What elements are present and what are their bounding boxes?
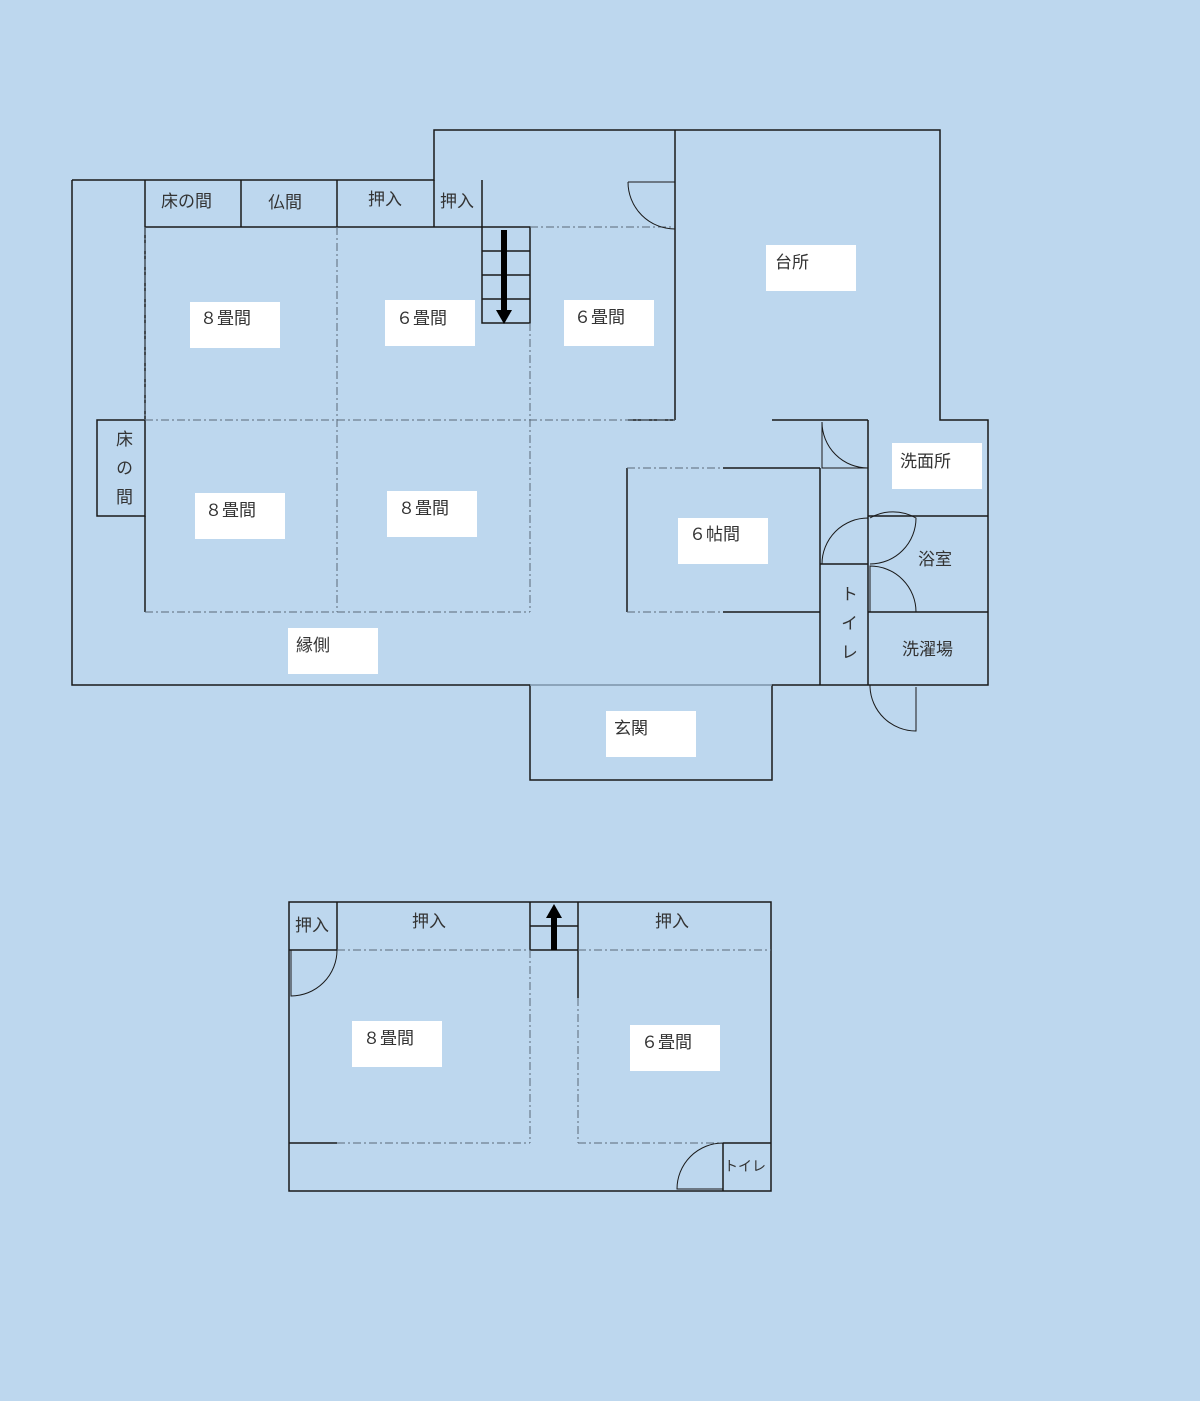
- floor1-doors: [627, 181, 917, 732]
- kitchen-label: 台所: [775, 253, 809, 273]
- label-box-f2-6: [630, 1025, 720, 1071]
- label-box-veranda: [288, 628, 378, 674]
- stair-down-arrow: [496, 230, 512, 324]
- label-box-8a: [190, 302, 280, 348]
- room-6b-label: ６畳間: [574, 308, 625, 328]
- f2-room-6-label: ６畳間: [641, 1033, 692, 1053]
- label-box-kitchen: [766, 245, 856, 291]
- label-box-entrance: [606, 711, 696, 757]
- room-6c-label: ６帖間: [689, 525, 740, 545]
- tokonoma-side-label: 床の間: [112, 430, 132, 517]
- oshiire-b-label: 押入: [440, 192, 474, 212]
- f2-oshiire-left-label: 押入: [412, 912, 446, 932]
- veranda-label: 縁側: [296, 636, 330, 656]
- butsuma-label: 仏間: [268, 193, 302, 213]
- room-8a-label: ８畳間: [200, 309, 251, 329]
- laundry-label: 洗濯場: [902, 640, 953, 660]
- oshiire-a-label: 押入: [368, 190, 402, 210]
- label-box-8b: [195, 493, 285, 539]
- label-box-6b: [564, 300, 654, 346]
- f2-toilet-label: トイレ: [724, 1159, 766, 1175]
- floor2-dashed-lines: [337, 949, 771, 1144]
- f2-room-8-label: ８畳間: [363, 1029, 414, 1049]
- room-8b-label: ８畳間: [205, 501, 256, 521]
- toilet-label: トイレ: [837, 585, 857, 672]
- washroom-label: 洗面所: [900, 452, 951, 472]
- room-8c-label: ８畳間: [398, 499, 449, 519]
- label-box-f2-8: [352, 1021, 442, 1067]
- floor1-dashed-lines: [144, 226, 723, 613]
- bath-label: 浴室: [918, 550, 952, 570]
- floor2-doors: [290, 949, 724, 1190]
- room-6a-label: ６畳間: [396, 309, 447, 329]
- f2-oshiire-right-label: 押入: [655, 912, 689, 932]
- tokonoma-top-label: 床の間: [161, 192, 212, 212]
- label-box-8c: [387, 491, 477, 537]
- stair-up-arrow: [546, 904, 562, 950]
- label-box-6c: [678, 518, 768, 564]
- f2-oshiire-small-label: 押入: [295, 916, 329, 936]
- label-box-washroom: [892, 443, 982, 489]
- entrance-label: 玄関: [614, 719, 648, 739]
- label-box-6a: [385, 300, 475, 346]
